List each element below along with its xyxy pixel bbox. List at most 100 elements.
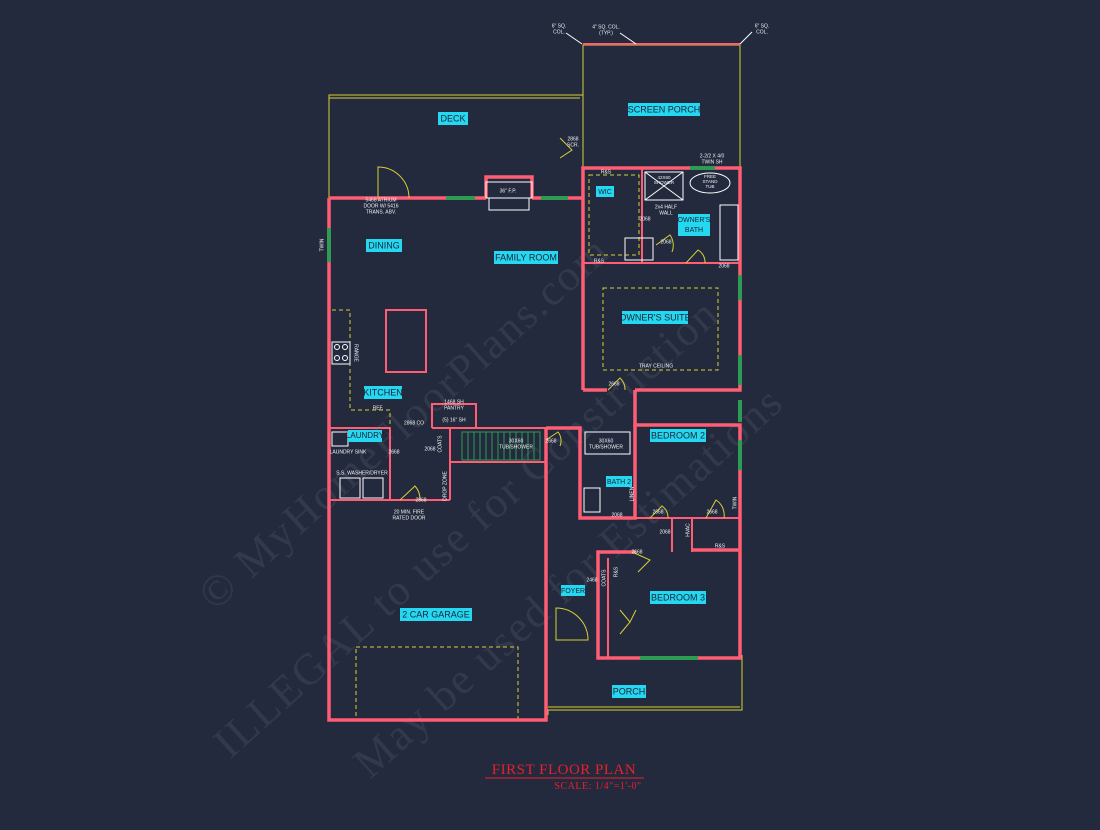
room-label-kitchen: KITCHEN <box>363 387 403 397</box>
label-bg-garage <box>400 608 472 621</box>
note-ref: REF. <box>373 405 384 411</box>
screen-door-swing <box>559 137 573 159</box>
note-door-b2-bath: 2068 <box>611 512 622 518</box>
bed3-door-swing <box>631 551 651 573</box>
bed3-closet-bifold <box>619 609 637 635</box>
note-door-b2-closet: 2668 <box>706 509 717 515</box>
fixtures <box>331 171 739 513</box>
note-atrium-2: DOOR W/ 5416 <box>363 203 398 209</box>
burner-4 <box>342 355 348 361</box>
note-door-2668-laundry: 2668 <box>388 449 399 455</box>
outdoor-outlines <box>328 43 743 720</box>
note-drop-zone: DROP ZONE <box>442 471 448 501</box>
note-rs-b2: R&S <box>715 543 726 549</box>
deck-outline <box>328 94 583 198</box>
label-bg-family <box>494 251 558 264</box>
note-door-wic: 2068 <box>639 216 650 222</box>
note-coats-foyer: COATS <box>601 569 607 587</box>
note-shower-2: SHOWER <box>654 180 675 185</box>
note-atrium-1: 5468 ATRIUM <box>365 197 396 203</box>
room-label-wic: WIC <box>598 189 612 196</box>
drawing-title: FIRST FLOOR PLAN <box>492 762 636 778</box>
note-door-b3: 2668 <box>631 549 642 555</box>
note-half-wall-2: WALL <box>659 210 673 216</box>
label-bg-laundry <box>348 430 382 442</box>
wall-west-south <box>327 198 548 722</box>
room-label-dining: DINING <box>368 240 400 250</box>
room-label-deck: DECK <box>440 113 465 123</box>
suite-door-swing <box>607 377 626 391</box>
note-atrium-3: TRANS. ABV. <box>366 209 396 215</box>
tub-shower-fixture <box>584 431 631 455</box>
note-washer-dryer: S.S. WASHER/DRYER <box>336 470 388 476</box>
note-window-b2-twin: TWIN <box>732 496 738 509</box>
note-tub-3: TUB <box>706 184 715 189</box>
note-twin-1: 2-2/2 X 4/0 <box>700 153 725 159</box>
note-fire-door-1: 20 MIN. FIRE <box>394 509 425 515</box>
label-bg-wic <box>596 186 614 197</box>
b2-closet-swing <box>705 499 725 519</box>
dryer-fixture <box>362 477 384 499</box>
note-door-wc: 2068 <box>660 239 671 245</box>
note-sh-5: (5) 16" SH <box>442 417 466 423</box>
windows <box>327 166 742 660</box>
label-bg-screen-porch <box>628 103 700 116</box>
note-door-2068-laundry: 2068 <box>424 446 435 452</box>
note-door-suite: 2668 <box>608 381 619 387</box>
atrium-door <box>377 166 410 199</box>
note-hvac: HVAC <box>685 523 691 537</box>
stair-door-swing <box>545 431 562 447</box>
room-label-foyer: FOYER <box>561 588 585 595</box>
room-label-garage: 2 CAR GARAGE <box>402 609 470 619</box>
note-col-mid-2: (TYP.) <box>599 30 613 36</box>
note-half-wall-1: 2x4 HALF <box>655 204 677 210</box>
room-label-bedroom-3: BEDROOM 3 <box>651 592 705 602</box>
note-twin-2: TWIN SH <box>701 159 722 165</box>
room-label-laundry: LAUNDRY <box>346 431 385 440</box>
note-door-bath: 2068 <box>718 263 729 269</box>
note-col-left-1: 6" SQ. <box>552 23 567 29</box>
pantry-walls <box>431 403 477 428</box>
note-tub-1: FREE <box>704 174 716 179</box>
dashed-elements <box>332 174 719 428</box>
note-window-twin: TWIN <box>319 238 325 251</box>
note-tub-2: STAND <box>703 179 719 184</box>
label-bg-bath-2 <box>606 476 632 487</box>
b2-door-swing <box>649 505 669 519</box>
note-pantry-1: 1468 SH <box>444 399 464 405</box>
room-label-bath-2: BATH 2 <box>607 479 631 486</box>
label-bg-deck <box>438 112 468 125</box>
note-stair-tub-2: TUB/SHOWER <box>499 444 533 450</box>
shower-drain <box>644 171 684 201</box>
label-bg-bedroom-3 <box>650 591 706 604</box>
note-rs-wic-bottom: R&S <box>594 258 605 264</box>
label-bg-bedroom-2 <box>650 429 706 442</box>
note-fire-door-2: RATED DOOR <box>393 515 426 521</box>
note-door-garage: 2868 <box>415 497 426 503</box>
kitchen-island <box>385 309 427 373</box>
wall-east-bedrooms <box>596 390 742 660</box>
note-range: RANGE <box>353 344 359 362</box>
room-label-family-room: FAMILY ROOM <box>495 252 557 262</box>
note-door-linen: 2068 <box>659 529 670 535</box>
drawing-title-block: FIRST FLOOR PLAN SCALE: 1/4"=1'-0" <box>485 762 644 792</box>
note-fireplace: 36" F.P. <box>500 188 517 194</box>
note-b2-tub-2: TUB/SHOWER <box>589 444 623 450</box>
room-label-porch: PORCH <box>613 686 646 696</box>
room-label-bedroom-2: BEDROOM 2 <box>651 430 705 440</box>
label-bg-porch <box>612 685 646 698</box>
room-labels: DECK SCREEN PORCH DINING FAMILY ROOM WIC… <box>346 103 711 698</box>
bath-door-swing <box>685 249 706 264</box>
note-col-left-2: COL. <box>553 29 565 35</box>
note-door-2868-co: 2868 CO <box>404 420 424 426</box>
note-col-mid-1: 4" SQ. COL. <box>592 24 620 30</box>
annotations: 6" SQ. COL. 4" SQ. COL. (TYP.) 6" SQ. CO… <box>319 23 769 586</box>
tray-ceiling-outline <box>602 287 719 371</box>
fireplace-box <box>488 197 530 211</box>
vanity-fixture <box>719 204 739 261</box>
interior-walls <box>329 168 740 658</box>
note-scr-door-2: SCR. <box>567 142 579 148</box>
garage-door-swing <box>399 485 421 501</box>
washer-fixture <box>339 477 361 499</box>
